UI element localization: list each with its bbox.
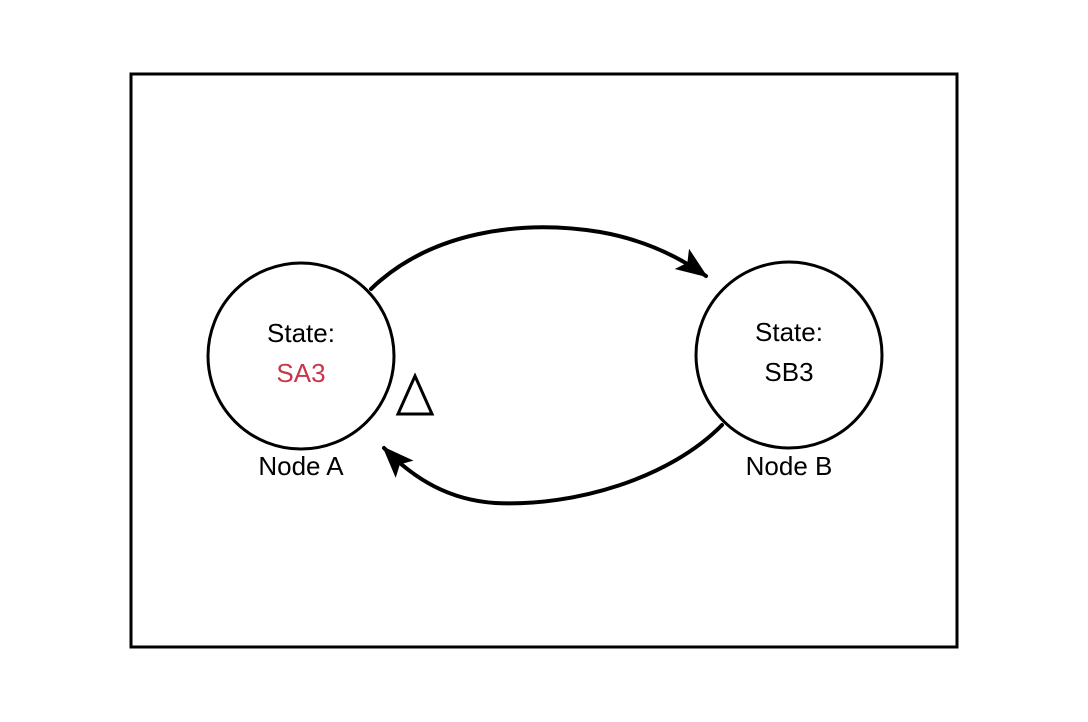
node-b-circle[interactable] xyxy=(694,260,884,450)
node-a-state-label: State: xyxy=(267,318,335,348)
node-b-caption: Node B xyxy=(746,451,833,481)
edge-node-b-to-node-a[interactable] xyxy=(382,423,724,506)
delta-triangle-icon xyxy=(395,372,435,416)
node-b-state-label: State: xyxy=(755,317,823,347)
node-b-state-value: SB3 xyxy=(764,357,813,387)
node-a-circle[interactable] xyxy=(206,261,396,451)
outer-border xyxy=(129,72,959,649)
node-a-state-value: SA3 xyxy=(276,358,325,388)
node-a-caption: Node A xyxy=(258,451,344,481)
edge-node-a-to-node-b[interactable] xyxy=(369,225,708,291)
